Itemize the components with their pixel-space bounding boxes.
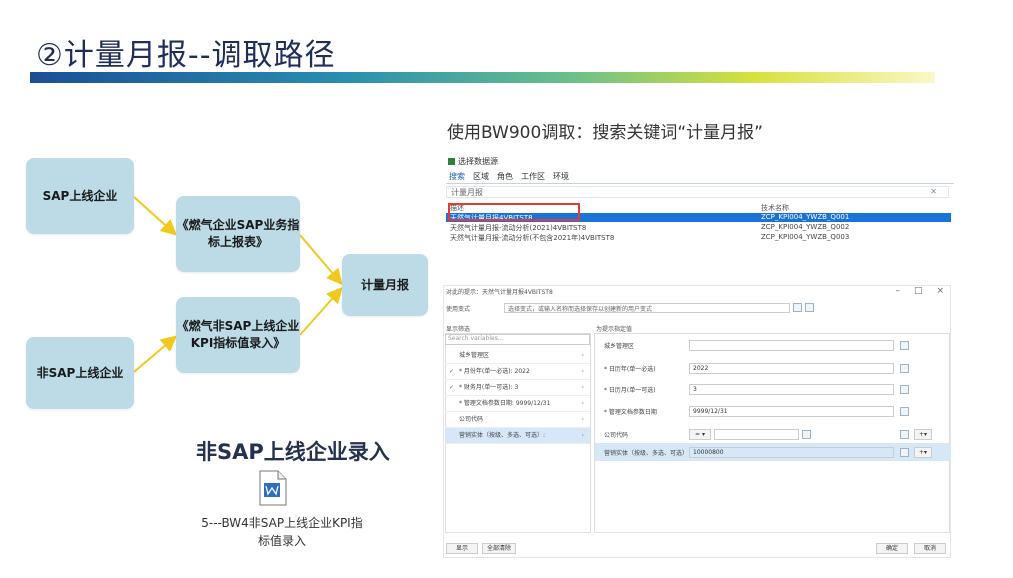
clear-search-icon[interactable]: ✕ (930, 187, 937, 196)
tab-search[interactable]: 搜索 (449, 172, 465, 181)
right-pane-header: 为提示指定值 (596, 326, 633, 333)
node-non-sap-kpi: 《燃气非SAP上线企业KPI指标值录入》 (176, 297, 300, 373)
close-button[interactable]: × (936, 286, 944, 296)
variant-select[interactable]: 选择变式，或输入名称而选择保存以创建新的用户变式 (504, 303, 790, 313)
window-controls: – □ × (895, 286, 944, 296)
list-item[interactable]: ✓* 财务月(单一可选): 3› (445, 380, 590, 396)
tab-environment[interactable]: 环境 (553, 172, 569, 181)
arrow-nonsap-to-kpi (133, 335, 178, 373)
values-pane (594, 333, 950, 533)
datasource-table-header: 描述 技术名称 (446, 203, 951, 213)
value-label: * 日历月(单一可选) (604, 387, 656, 394)
value-help-icon[interactable] (900, 364, 909, 373)
value-help-icon[interactable] (900, 448, 909, 457)
value-help-icon[interactable] (900, 430, 909, 439)
ok-button[interactable]: 确定 (876, 543, 908, 554)
value-help-icon[interactable] (900, 385, 909, 394)
tab-workspace[interactable]: 工作区 (521, 172, 545, 181)
col-desc: 描述 (450, 204, 464, 212)
list-item[interactable]: 营销实体（按级、多选、可选）:› (445, 428, 590, 444)
prompt-dialog: 对此的提示：天然气计量月报4VBITST8 – □ × 使用变式 选择变式，或输… (443, 285, 951, 558)
node-non-sap-online: 非SAP上线企业 (26, 337, 134, 409)
value-help-icon[interactable] (802, 430, 811, 439)
title-gradient-bar (30, 72, 935, 83)
chevron-right-icon: › (581, 352, 584, 359)
table-row[interactable]: 天然气计量月报-流动分析(2021)4VBITST8 ZCP_KPI004_YW… (450, 223, 850, 232)
clear-all-button[interactable]: 全部清除 (482, 543, 516, 554)
slide-subtitle: 使用BW900调取：搜索关键词“计量月报” (447, 123, 763, 143)
node-sap-report: 《燃气企业SAP业务指标上报表》 (176, 196, 300, 272)
value-input[interactable] (714, 429, 799, 440)
chevron-right-icon: › (581, 400, 584, 407)
arrow-sap-to-report (133, 196, 177, 236)
variables-search-input[interactable]: Search variables... (445, 334, 590, 345)
tab-area[interactable]: 区域 (473, 172, 489, 181)
word-document-icon[interactable] (258, 470, 288, 506)
tab-role[interactable]: 角色 (497, 172, 513, 181)
value-input[interactable]: 10000800 (689, 447, 894, 458)
value-label: * 管理文档参数日期 (604, 409, 657, 416)
value-label: * 日历年(单一必选) (604, 366, 656, 373)
delete-variant-icon[interactable] (805, 303, 814, 312)
table-row[interactable]: 天然气计量月报4VBITST8 ZCP_KPI004_YWZB_Q001 (446, 213, 951, 222)
chevron-right-icon: › (581, 368, 584, 375)
list-item[interactable]: 城乡管理区› (445, 348, 590, 364)
minimize-button[interactable]: – (895, 286, 900, 296)
save-variant-icon[interactable] (793, 303, 802, 312)
slide-title: ②计量月报--调取路径 (36, 38, 336, 73)
value-label: 营销实体（按级、多选、可选） (604, 450, 689, 457)
arrow-kpi-to-monthly (299, 287, 343, 336)
value-input[interactable] (689, 340, 894, 351)
value-help-icon[interactable] (900, 341, 909, 350)
variant-label: 使用变式 (446, 306, 471, 313)
list-item[interactable]: * 管理文档参数日期: 9999/12/31› (445, 396, 590, 412)
cancel-button[interactable]: 取消 (914, 543, 946, 554)
non-sap-entry-heading: 非SAP上线企业录入 (196, 440, 390, 464)
table-row[interactable]: 天然气计量月报-流动分析(不包含2021年)4VBITST8 ZCP_KPI00… (450, 233, 850, 242)
operator-select[interactable]: = ▾ (689, 429, 711, 440)
doc-caption[interactable]: 5---BW4非SAP上线企业KPI指标值录入 (201, 516, 363, 548)
datasource-panel: 选择数据源 搜索 区域 角色 工作区 环境 计量月报 ✕ 描述 技术名称 天然气… (446, 156, 954, 258)
value-input[interactable]: 2022 (689, 363, 894, 374)
value-input[interactable]: 3 (689, 384, 894, 395)
chevron-right-icon: › (581, 384, 584, 391)
chevron-right-icon: › (581, 416, 584, 423)
value-help-icon[interactable] (900, 407, 909, 416)
datasource-panel-title: 选择数据源 (448, 156, 498, 167)
value-label: 城乡管理区 (604, 343, 635, 350)
maximize-button[interactable]: □ (913, 286, 923, 296)
add-row-select[interactable]: +▾ (914, 429, 932, 440)
list-item[interactable]: 公司代码› (445, 412, 590, 428)
datasource-tabs: 搜索 区域 角色 工作区 环境 (446, 171, 954, 184)
value-label: 公司代码 (604, 432, 629, 439)
datasource-search-input[interactable]: 计量月报 (446, 186, 949, 198)
check-icon: ✓ (449, 384, 455, 391)
col-tech: 技术名称 (761, 204, 789, 212)
left-pane-header: 显示筛选 (446, 326, 471, 333)
add-row-select[interactable]: +▾ (914, 447, 932, 458)
node-sap-online: SAP上线企业 (26, 158, 134, 234)
node-monthly-report: 计量月报 (342, 254, 428, 316)
value-input[interactable]: 9999/12/31 (689, 406, 894, 417)
dialog-title: 对此的提示：天然气计量月报4VBITST8 (446, 289, 553, 296)
highlight-box (448, 203, 580, 221)
chevron-right-icon: › (581, 432, 584, 439)
check-icon: ✓ (449, 368, 455, 375)
list-item[interactable]: ✓* 月份年(单一必选): 2022› (445, 364, 590, 380)
datasource-icon (448, 158, 455, 165)
show-select[interactable]: 显示 (446, 543, 478, 554)
arrow-report-to-monthly (299, 234, 343, 286)
